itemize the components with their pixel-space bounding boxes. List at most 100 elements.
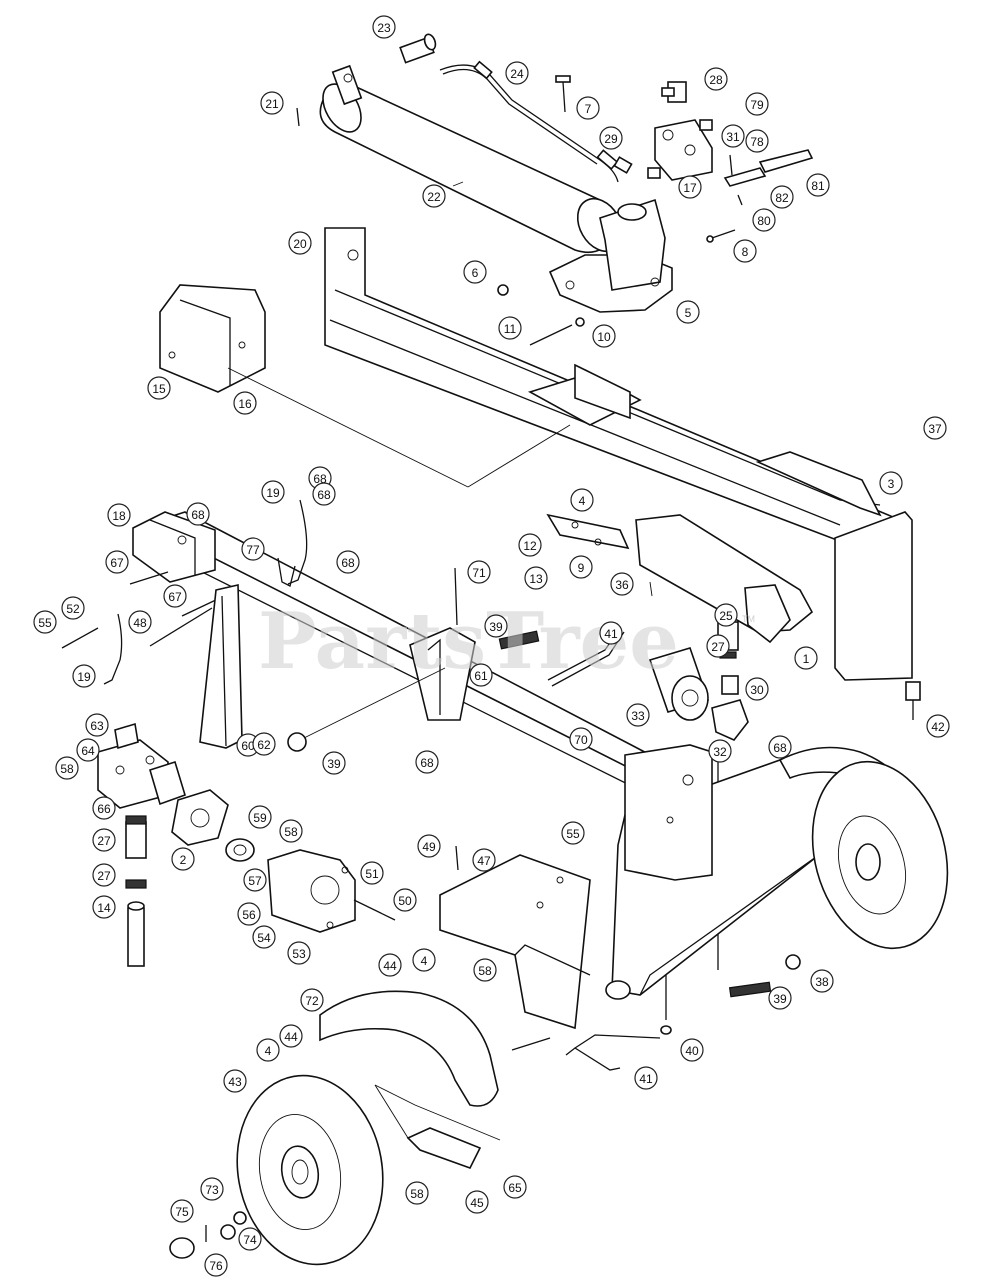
callout-55: 55 <box>561 821 585 845</box>
callout-number: 17 <box>683 181 697 195</box>
callout-circle <box>55 756 79 780</box>
callout-79: 79 <box>745 92 769 116</box>
callout-number: 19 <box>77 670 91 684</box>
callout-circle <box>322 751 346 775</box>
callout-circle <box>463 260 487 284</box>
callout-73: 73 <box>200 1177 224 1201</box>
callout-circle <box>223 1069 247 1093</box>
callout-number: 56 <box>242 908 256 922</box>
callout-number: 48 <box>133 616 147 630</box>
callout-circle <box>706 634 730 658</box>
callout-circle <box>561 821 585 845</box>
callout-number: 43 <box>228 1075 242 1089</box>
cylinder-fitting <box>399 33 437 64</box>
callout-circle <box>92 895 116 919</box>
callout-number: 4 <box>421 954 428 968</box>
callout-number: 20 <box>293 237 307 251</box>
oil-filter <box>648 647 710 721</box>
callout-number: 82 <box>775 191 789 205</box>
callout-circle <box>171 847 195 871</box>
callout-number: 47 <box>477 854 491 868</box>
callout-19: 19 <box>261 480 285 504</box>
callout-circle <box>300 988 324 1012</box>
hitch-coupler <box>132 511 216 583</box>
callout-22: 22 <box>422 184 446 208</box>
callout-80: 80 <box>752 208 776 232</box>
callout-number: 39 <box>327 757 341 771</box>
coupling <box>225 838 255 862</box>
callout-circle <box>105 550 129 574</box>
callout-1: 1 <box>794 646 818 670</box>
callout-64: 64 <box>76 738 100 762</box>
callout-66: 66 <box>92 796 116 820</box>
callout-number: 62 <box>257 738 271 752</box>
callout-29: 29 <box>599 126 623 150</box>
callout-15: 15 <box>147 376 171 400</box>
callout-20: 20 <box>288 231 312 255</box>
callout-circle <box>405 1181 429 1205</box>
callout-number: 11 <box>504 322 517 336</box>
callout-circle <box>570 488 594 512</box>
callout-number: 25 <box>719 609 733 623</box>
callout-circle <box>768 735 792 759</box>
callout-number: 60 <box>241 739 255 753</box>
callout-number: 13 <box>529 572 543 586</box>
callout-number: 6 <box>472 266 479 280</box>
callout-circle <box>360 861 384 885</box>
callout-47: 47 <box>472 848 496 872</box>
pin-8 <box>706 229 736 243</box>
callout-number: 15 <box>152 382 166 396</box>
callout-number: 70 <box>574 733 588 747</box>
callout-number: 79 <box>750 98 764 112</box>
callout-circle <box>733 239 757 263</box>
callout-circle <box>237 902 261 926</box>
svg-text:TM: TM <box>742 614 755 624</box>
callout-number: 27 <box>97 869 111 883</box>
callout-labels: 1234445678910111213141516171819192021222… <box>33 15 950 1277</box>
callout-circle <box>498 316 522 340</box>
callout-68: 68 <box>312 482 336 506</box>
callout-circle <box>569 555 593 579</box>
callout-circle <box>200 1177 224 1201</box>
callout-circle <box>569 727 593 751</box>
callout-number: 41 <box>604 627 618 641</box>
callout-number: 55 <box>566 827 580 841</box>
pump-mount-plate <box>171 789 229 846</box>
side-plate <box>546 513 814 644</box>
callout-circle <box>170 1199 194 1223</box>
callout-number: 61 <box>474 669 488 683</box>
callout-number: 76 <box>209 1259 223 1273</box>
callout-circle <box>714 603 738 627</box>
callout-27: 27 <box>92 828 116 852</box>
callout-56: 56 <box>237 902 261 926</box>
callout-74: 74 <box>238 1227 262 1251</box>
callout-circle <box>465 1190 489 1214</box>
callout-number: 24 <box>510 67 524 81</box>
callout-number: 53 <box>292 947 306 961</box>
wheel-left <box>236 1074 384 1266</box>
callout-4: 4 <box>412 948 436 972</box>
fender-left <box>319 990 499 1107</box>
safety-chain <box>287 499 308 585</box>
callout-number: 72 <box>305 994 319 1008</box>
callout-circle <box>107 503 131 527</box>
callout-number: 81 <box>811 179 825 193</box>
callout-number: 58 <box>478 964 492 978</box>
callout-circle <box>708 739 732 763</box>
callout-circle <box>599 126 623 150</box>
callout-number: 33 <box>631 709 645 723</box>
callout-circle <box>676 300 700 324</box>
callout-8: 8 <box>733 239 757 263</box>
callout-circle <box>92 796 116 820</box>
callout-circle <box>467 560 491 584</box>
callout-53: 53 <box>287 941 311 965</box>
callout-circle <box>768 986 792 1010</box>
dipstick <box>905 681 921 720</box>
callout-number: 31 <box>726 130 740 144</box>
callout-39: 39 <box>322 751 346 775</box>
callout-number: 32 <box>713 745 727 759</box>
callout-number: 39 <box>773 992 787 1006</box>
callout-52: 52 <box>61 596 85 620</box>
callout-3: 3 <box>879 471 903 495</box>
callout-82: 82 <box>770 185 794 209</box>
